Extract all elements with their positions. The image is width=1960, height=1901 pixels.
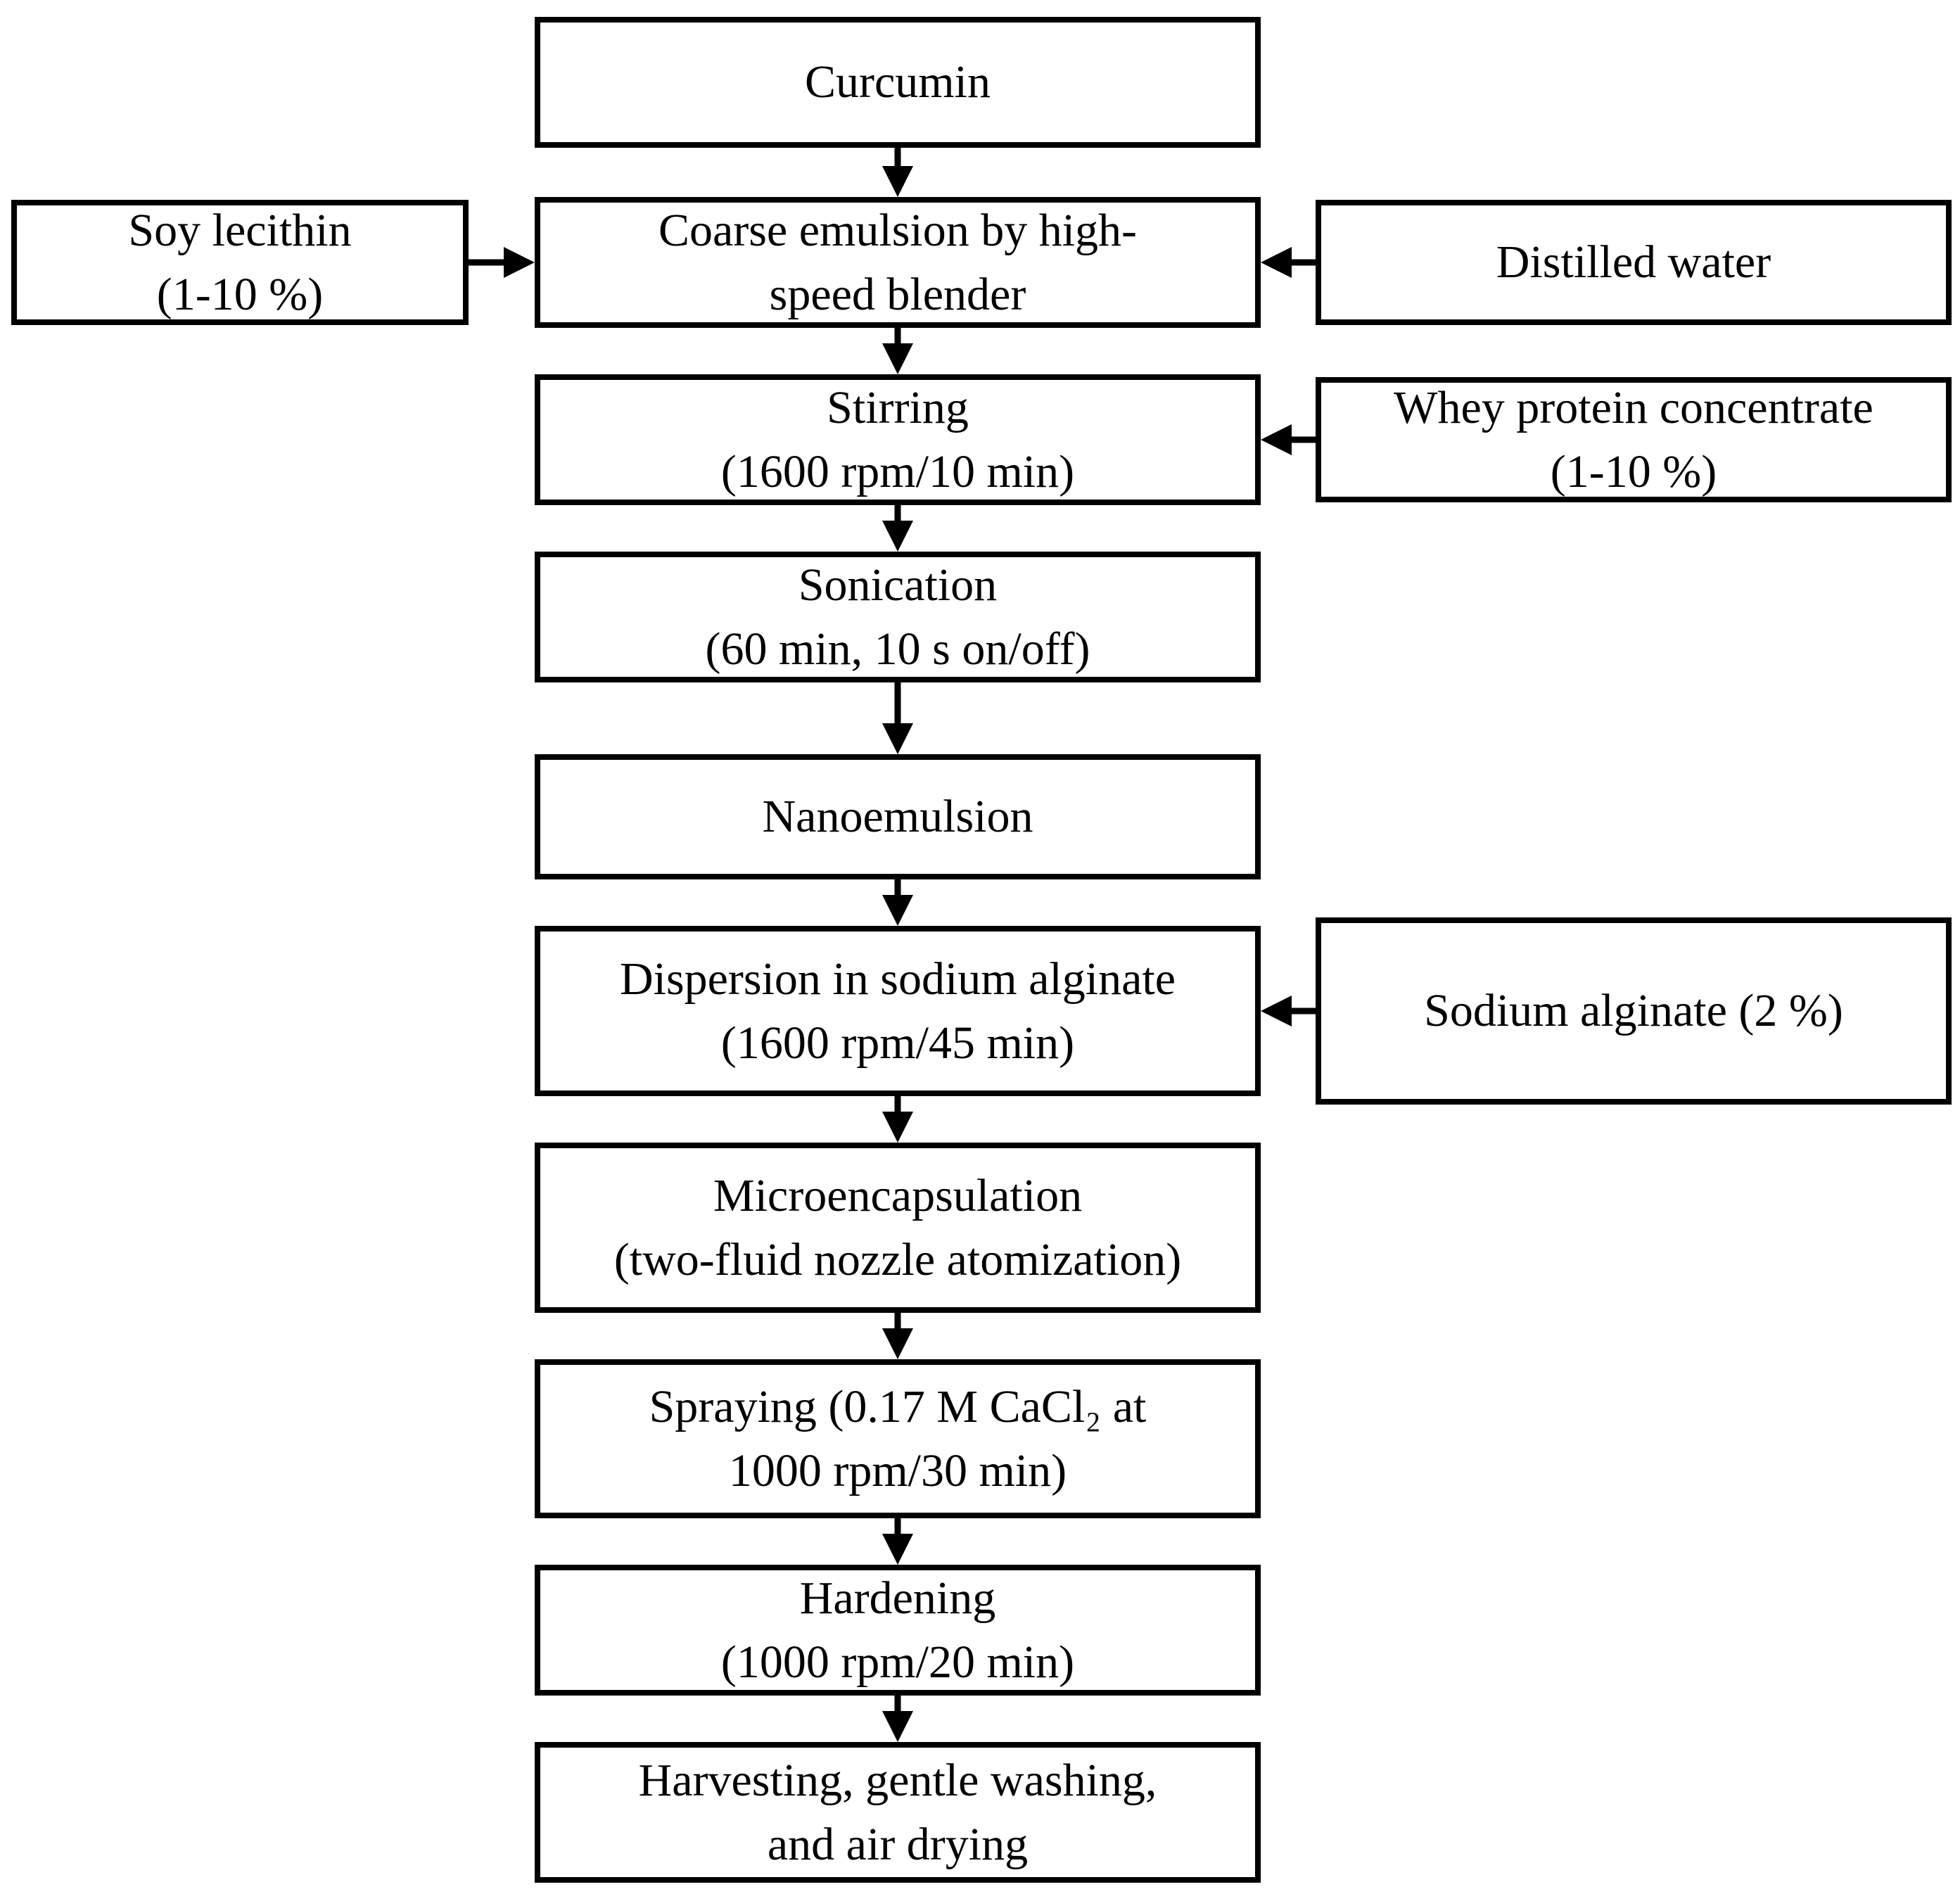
step-box-stirring: Stirring (1600 rpm/10 min) (535, 374, 1261, 505)
step-label-line: (1000 rpm/20 min) (720, 1636, 1075, 1688)
step-label-line: Microencapsulation (713, 1169, 1083, 1221)
step-label-line: and air drying (767, 1819, 1029, 1870)
step-box-sonication: Sonication (60 min, 10 s on/off) (535, 552, 1261, 682)
arrow-distilled-water-input (1261, 247, 1316, 278)
step-label-line: (1600 rpm/10 min) (720, 446, 1075, 497)
step-box-nanoemulsion: Nanoemulsion (535, 754, 1261, 879)
step-label-line: Coarse emulsion by high- (658, 204, 1138, 256)
arrow-spraying-to-hardening (882, 1518, 913, 1565)
arrow-sonication-to-nanoemulsion (882, 682, 913, 754)
step-label-line: Nanoemulsion (762, 791, 1033, 843)
step-label-line: Dispersion in sodium alginate (619, 953, 1176, 1005)
step-box-microencapsulation: Microencapsulation (two-fluid nozzle ato… (535, 1143, 1261, 1313)
step-label-line: Curcumin (805, 56, 991, 108)
arrow-curcumin-to-coarse-emulsion (882, 148, 913, 197)
step-label-line: (1600 rpm/45 min) (720, 1017, 1075, 1069)
input-box-whey-protein: Whey protein concentrate (1-10 %) (1316, 377, 1952, 502)
arrow-coarse-emulsion-to-stirring (882, 328, 913, 374)
arrow-dispersion-to-microencapsulation (882, 1096, 913, 1143)
arrow-microencapsulation-to-spraying (882, 1313, 913, 1359)
input-label-line: Sodium alginate (2 %) (1424, 985, 1843, 1037)
arrow-nanoemulsion-to-dispersion (882, 879, 913, 926)
step-label-line: Harvesting, gentle washing, (638, 1754, 1157, 1806)
step-label-line: Spraying (0.17 M CaCl₂ at (649, 1380, 1147, 1432)
step-label-line: Stirring (827, 381, 969, 433)
step-label-line: 1000 rpm/30 min) (728, 1445, 1067, 1496)
step-box-coarse-emulsion: Coarse emulsion by high- speed blender (535, 197, 1261, 328)
arrow-stirring-to-sonication (882, 505, 913, 552)
step-label-line: (two-fluid nozzle atomization) (613, 1234, 1182, 1285)
step-label-line: Sonication (798, 559, 998, 611)
input-label-line: Whey protein concentrate (1394, 381, 1873, 433)
arrow-hardening-to-harvesting (882, 1696, 913, 1742)
input-box-sodium-alginate: Sodium alginate (2 %) (1316, 917, 1952, 1105)
arrow-soy-lecithin-input (469, 247, 535, 278)
input-box-soy-lecithin: Soy lecithin (1-10 %) (11, 200, 469, 325)
step-box-dispersion: Dispersion in sodium alginate (1600 rpm/… (535, 926, 1261, 1096)
input-label-line: (1-10 %) (156, 269, 324, 320)
input-box-distilled-water: Distilled water (1316, 200, 1952, 325)
step-label-line: Hardening (799, 1572, 996, 1624)
step-box-harvesting: Harvesting, gentle washing, and air dryi… (535, 1742, 1261, 1883)
input-label-line: (1-10 %) (1550, 446, 1717, 497)
step-label-line: speed blender (769, 269, 1026, 320)
input-label-line: Distilled water (1496, 236, 1771, 288)
step-box-spraying: Spraying (0.17 M CaCl₂ at 1000 rpm/30 mi… (535, 1359, 1261, 1518)
step-label-line: (60 min, 10 s on/off) (705, 623, 1090, 675)
arrow-sodium-alginate-input (1261, 996, 1316, 1026)
input-label-line: Soy lecithin (128, 204, 352, 256)
step-box-hardening: Hardening (1000 rpm/20 min) (535, 1565, 1261, 1696)
step-box-curcumin: Curcumin (535, 17, 1261, 148)
arrow-whey-protein-input (1261, 424, 1316, 455)
